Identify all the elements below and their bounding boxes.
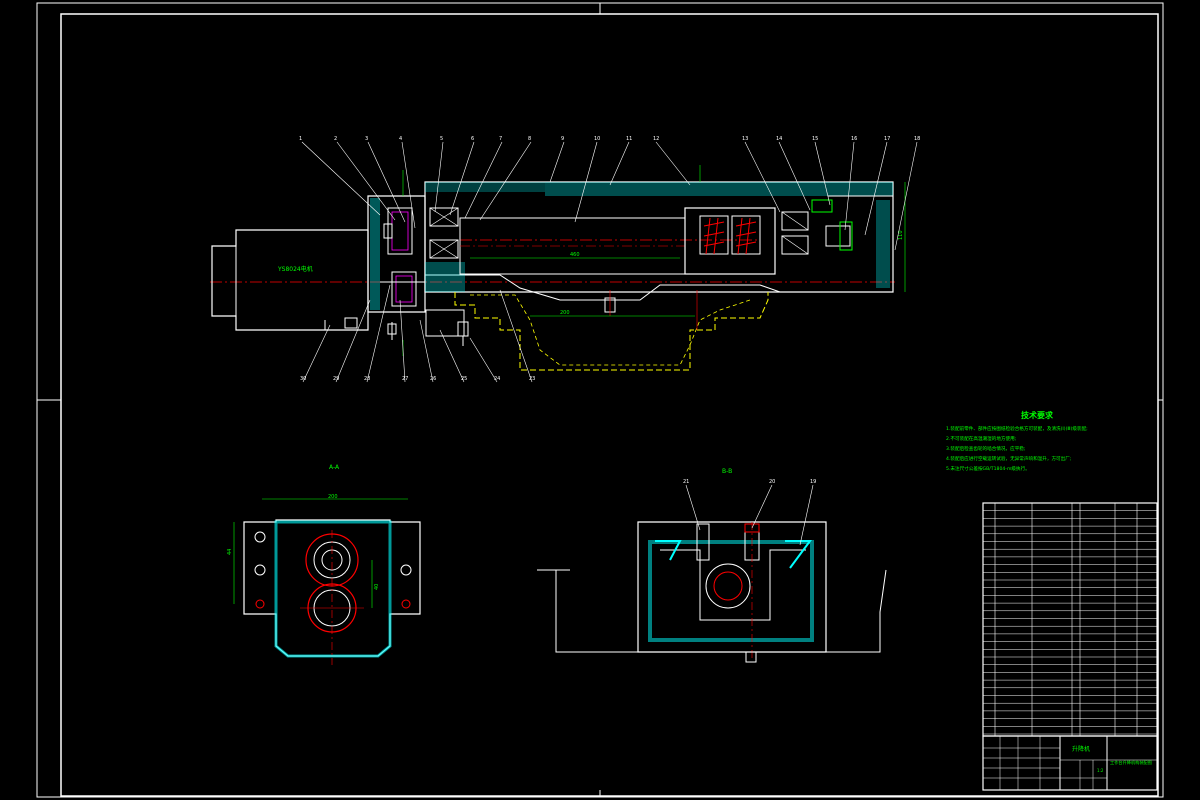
balloon-10: 10 bbox=[574, 136, 600, 223]
dim-aa-width: 200 bbox=[328, 494, 338, 500]
balloon-12: 12 bbox=[653, 136, 691, 186]
tech-line-2: 2.不可装配在高温潮湿的地方使用; bbox=[946, 435, 1017, 442]
balloon-21: 21 bbox=[683, 479, 701, 531]
balloon-label: 2 bbox=[334, 136, 337, 142]
balloon-label: 13 bbox=[742, 136, 748, 142]
balloon-9: 9 bbox=[549, 136, 565, 183]
section-aa-label: A-A bbox=[329, 464, 340, 471]
dim-aa-d6: 40 bbox=[374, 584, 380, 590]
balloon-1: 1 bbox=[299, 136, 381, 216]
balloon-label: 11 bbox=[626, 136, 632, 142]
title-block-scale: 1:2 bbox=[1097, 768, 1104, 773]
balloon-6: 6 bbox=[449, 136, 475, 216]
title-block: 升降机 工作台升降机构装配图 1:2 bbox=[982, 735, 1158, 791]
balloon-14: 14 bbox=[776, 136, 811, 211]
balloon-label: 18 bbox=[914, 136, 920, 142]
dim-base-length: 200 bbox=[560, 310, 570, 316]
balloon-28: 28 bbox=[364, 284, 391, 383]
balloon-label: 9 bbox=[561, 136, 564, 142]
section-bb-label: B-B bbox=[722, 468, 732, 475]
dim-aa-d5: 44 bbox=[227, 549, 233, 555]
tech-line-3: 3.装配后检查齿轮的啮合情况，应平稳; bbox=[946, 445, 1026, 452]
motor: YS8024电机 bbox=[211, 229, 369, 331]
balloon-17: 17 bbox=[864, 136, 890, 236]
balloon-18: 18 bbox=[894, 136, 920, 251]
balloon-29: 29 bbox=[333, 299, 371, 383]
title-block-subtitle: 工作台升降机构装配图 bbox=[1110, 759, 1152, 766]
dim-shaft-length: 460 bbox=[570, 252, 580, 258]
motor-label: YS8024电机 bbox=[277, 265, 313, 273]
balloon-7: 7 bbox=[464, 136, 503, 219]
balloon-label: 28 bbox=[364, 376, 370, 382]
balloon-25: 25 bbox=[439, 329, 467, 383]
tech-line-1: 1.装配前零件、部件应按图纸检验合格方可装配，及清洗(Ⅰ)(Ⅲ)级装配; bbox=[946, 425, 1088, 432]
tech-line-4: 4.装配后应进行空载运转试验，无异常声响和温升，方可出厂; bbox=[946, 455, 1072, 462]
balloon-label: 15 bbox=[812, 136, 818, 142]
balloon-5: 5 bbox=[434, 136, 444, 213]
parts-list bbox=[982, 502, 1158, 737]
balloon-label: 6 bbox=[471, 136, 474, 142]
balloon-11: 11 bbox=[609, 136, 632, 186]
balloon-20: 20 bbox=[751, 479, 775, 529]
balloon-label: 30 bbox=[300, 376, 306, 382]
balloon-label: 29 bbox=[333, 376, 339, 382]
balloon-label: 21 bbox=[683, 479, 689, 485]
bb-balloon-leaders: 21 20 19 bbox=[683, 479, 816, 546]
balloon-label: 12 bbox=[653, 136, 659, 142]
balloon-8: 8 bbox=[479, 136, 532, 221]
balloon-label: 5 bbox=[440, 136, 443, 142]
balloon-label: 4 bbox=[399, 136, 402, 142]
sheet-border-outer bbox=[36, 2, 1164, 798]
balloon-label: 24 bbox=[494, 376, 500, 382]
balloon-label: 14 bbox=[776, 136, 782, 142]
balloon-label: 10 bbox=[594, 136, 600, 142]
sheet-border-inner bbox=[60, 13, 1159, 797]
balloon-2: 2 bbox=[334, 136, 396, 221]
main-assembly-view: YS8024电机 bbox=[210, 136, 920, 383]
title-block-name: 升降机 bbox=[1072, 745, 1090, 753]
balloon-label: 19 bbox=[810, 479, 816, 485]
balloon-24: 24 bbox=[469, 337, 500, 383]
balloon-4: 4 bbox=[399, 136, 416, 229]
balloon-19: 19 bbox=[799, 479, 816, 546]
balloon-30: 30 bbox=[300, 324, 331, 383]
gearbox-housing bbox=[367, 195, 426, 313]
balloon-label: 25 bbox=[461, 376, 467, 382]
balloon-label: 20 bbox=[769, 479, 775, 485]
balloon-label: 23 bbox=[529, 376, 535, 382]
balloon-16: 16 bbox=[844, 136, 857, 231]
balloon-label: 8 bbox=[528, 136, 531, 142]
dim-height: 110 bbox=[898, 230, 904, 240]
bottom-balloon-leaders: 30 29 28 27 26 25 24 23 bbox=[300, 284, 535, 383]
balloon-label: 16 bbox=[851, 136, 857, 142]
balloon-label: 1 bbox=[299, 136, 302, 142]
tech-line-5: 5.未注尺寸公差按GB/T1804-m级执行。 bbox=[946, 465, 1030, 472]
balloon-23: 23 bbox=[499, 289, 535, 383]
balloon-3: 3 bbox=[365, 136, 406, 223]
balloon-label: 7 bbox=[499, 136, 502, 142]
balloon-label: 3 bbox=[365, 136, 368, 142]
balloon-15: 15 bbox=[812, 136, 831, 206]
section-bb-view: B-B 21 20 19 bbox=[537, 468, 887, 663]
section-aa-view: A-A 200 44 40 bbox=[227, 464, 421, 665]
tech-title: 技术要求 bbox=[1021, 410, 1054, 420]
balloon-label: 27 bbox=[402, 376, 408, 382]
main-dimensions: 460 200 110 bbox=[402, 165, 906, 356]
main-housing bbox=[387, 181, 894, 371]
balloon-26: 26 bbox=[419, 319, 436, 383]
balloon-13: 13 bbox=[742, 136, 781, 213]
tech-requirements: 技术要求 1.装配前零件、部件应按图纸检验合格方可装配，及清洗(Ⅰ)(Ⅲ)级装配… bbox=[946, 410, 1088, 472]
balloon-label: 17 bbox=[884, 136, 890, 142]
balloon-label: 26 bbox=[430, 376, 436, 382]
balloon-27: 27 bbox=[399, 299, 408, 383]
